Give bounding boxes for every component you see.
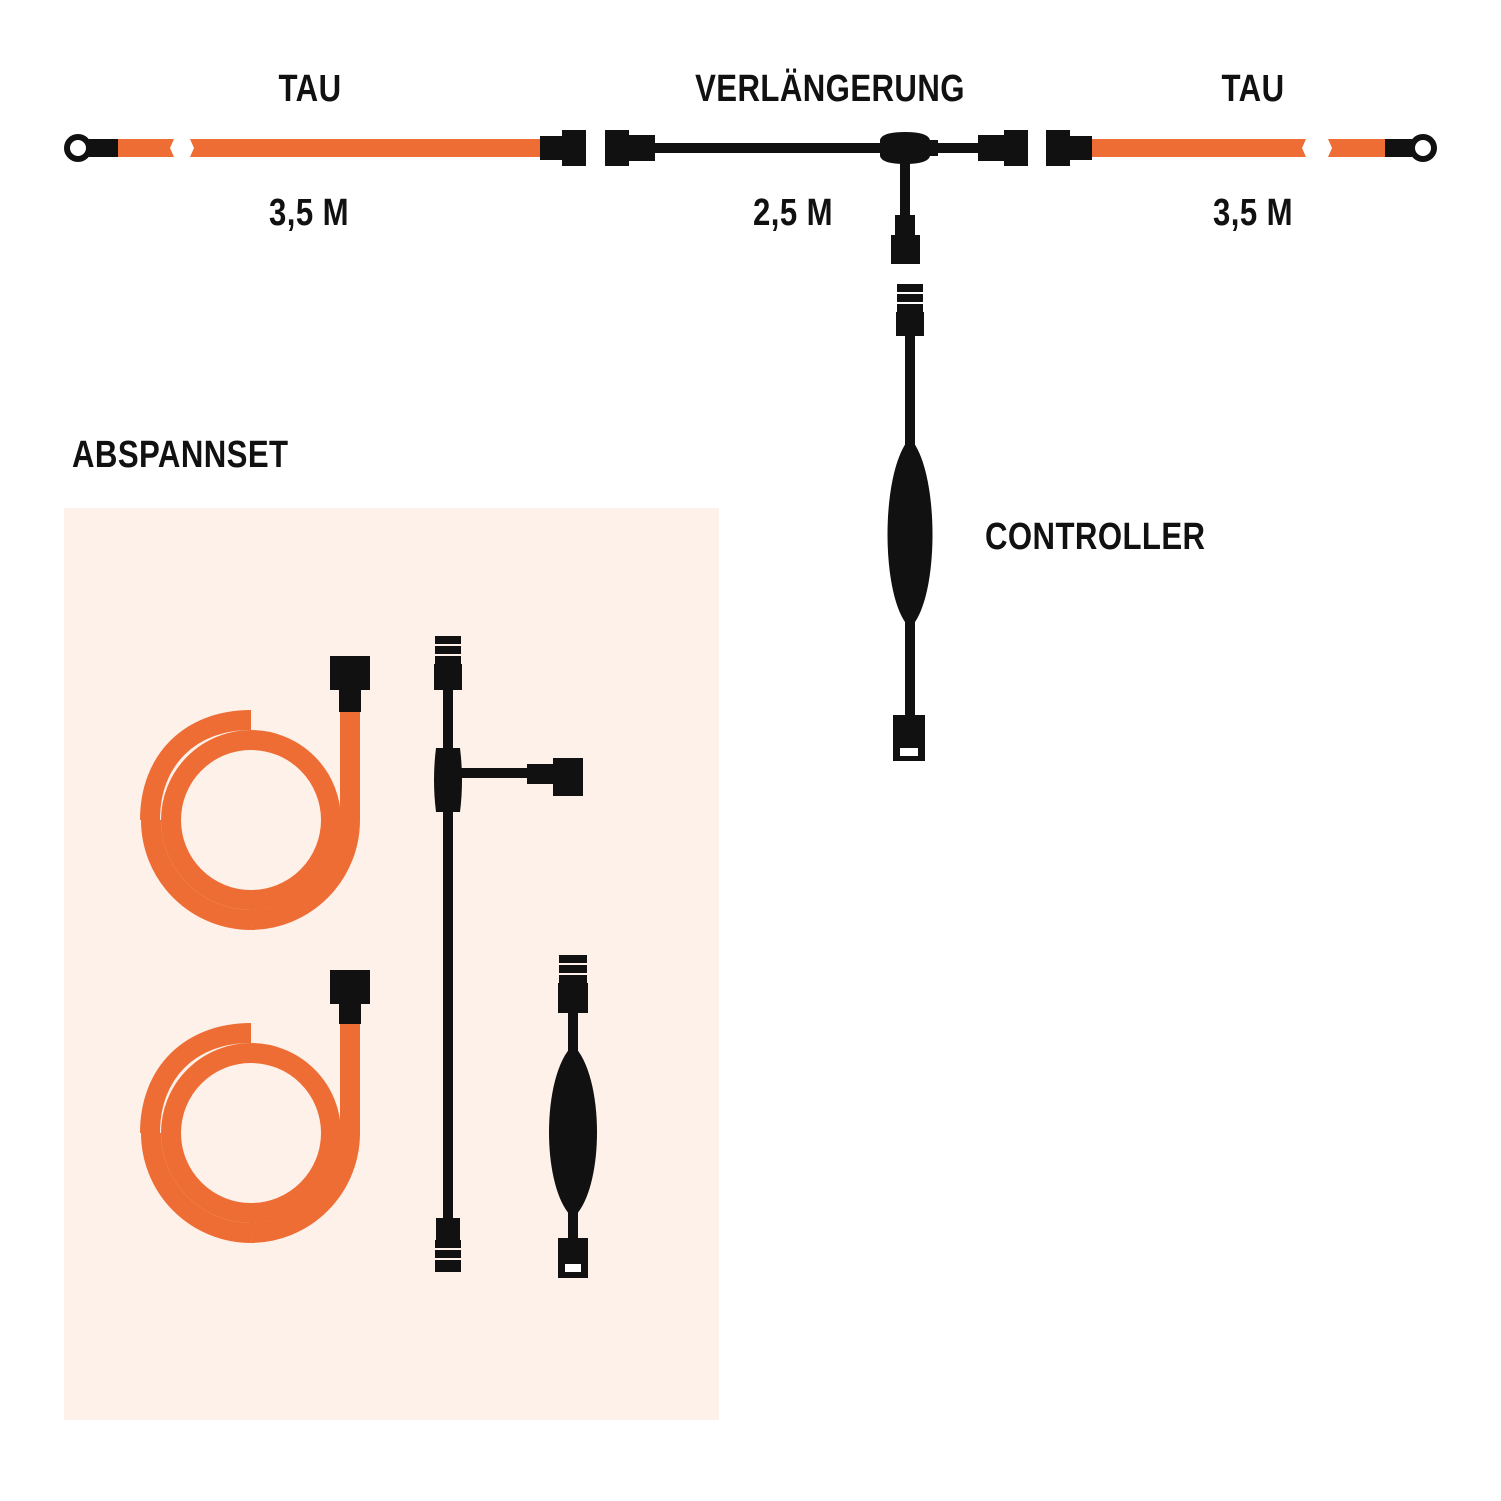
kit-rope-2-connector: [330, 970, 370, 1004]
controller-top-connector: [896, 312, 924, 336]
tau-left-eyelet: [64, 134, 92, 162]
kit-extension-t-junction: [434, 748, 462, 812]
kit-extension-main-cable: [443, 812, 453, 1222]
tau-right-crimp: [1385, 139, 1412, 157]
kit-extension-bottom-connector: [435, 1260, 461, 1272]
extension-cable: [605, 130, 1028, 264]
tau-right-rope: [1046, 130, 1437, 166]
controller-label: CONTROLLER: [985, 516, 1206, 558]
kit-extension-cable: [434, 636, 583, 1272]
controller-body: [887, 438, 933, 628]
kit-rope-2-collar: [339, 1000, 361, 1024]
tau-right-rope-segment-1: [1092, 139, 1306, 157]
tau-left-rope-segment-1: [118, 139, 174, 157]
extension-right-connector: [1004, 130, 1028, 166]
controller-top-cable: [905, 336, 915, 446]
extension-drop-collar: [895, 215, 915, 237]
extension-right-collar: [978, 135, 1004, 161]
tau-right-eyelet: [1409, 134, 1437, 162]
extension-left-connector: [605, 130, 629, 166]
tau-right-label: TAU: [1221, 68, 1285, 110]
kit-extension-top-connector: [434, 664, 462, 690]
controller-bottom-cable: [905, 622, 915, 720]
kit-controller-body: [549, 1045, 597, 1218]
tau-right-connector: [1046, 130, 1070, 166]
tau-right-rope-segment-2: [1328, 139, 1385, 157]
kit-extension-bottom-collar: [436, 1218, 460, 1240]
kit-rope-1-connector: [330, 656, 370, 690]
extension-drop-cable: [900, 160, 910, 220]
tau-right-length-label: 3,5 M: [1213, 192, 1293, 234]
extension-length-label: 2,5 M: [753, 192, 833, 234]
tau-right-connector-collar: [1070, 136, 1092, 160]
kit-controller-plug-slot: [565, 1264, 581, 1272]
tau-left-rope-segment-2: [190, 139, 540, 157]
kit-rope-1-collar: [339, 688, 361, 712]
tau-left-connector-collar: [540, 136, 562, 160]
controller-plug-slot: [900, 748, 918, 756]
extension-t-junction: [880, 132, 938, 164]
kit-panel: [64, 508, 719, 1420]
tau-left-length-label: 3,5 M: [269, 192, 349, 234]
kit-title-label: ABSPANNSET: [72, 434, 289, 476]
extension-right-cable: [938, 143, 982, 153]
tau-left-rope: [64, 130, 586, 166]
kit-controller: [549, 955, 597, 1278]
tau-left-label: TAU: [278, 68, 342, 110]
kit-extension-side-collar: [527, 764, 553, 784]
extension-left-cable: [655, 143, 885, 153]
kit-extension-side-cable: [460, 768, 530, 778]
kit-controller-top-connector: [558, 983, 588, 1013]
tau-left-connector: [562, 130, 586, 166]
kit-rope-coil-2: [140, 970, 370, 1243]
kit-extension-side-connector: [553, 758, 583, 796]
controller-cable: [887, 284, 933, 761]
extension-label: VERLÄNGERUNG: [695, 68, 965, 110]
kit-rope-coil-1: [140, 656, 370, 930]
extension-drop-connector: [891, 235, 920, 264]
tau-left-crimp: [89, 139, 118, 157]
extension-left-collar: [629, 135, 655, 161]
